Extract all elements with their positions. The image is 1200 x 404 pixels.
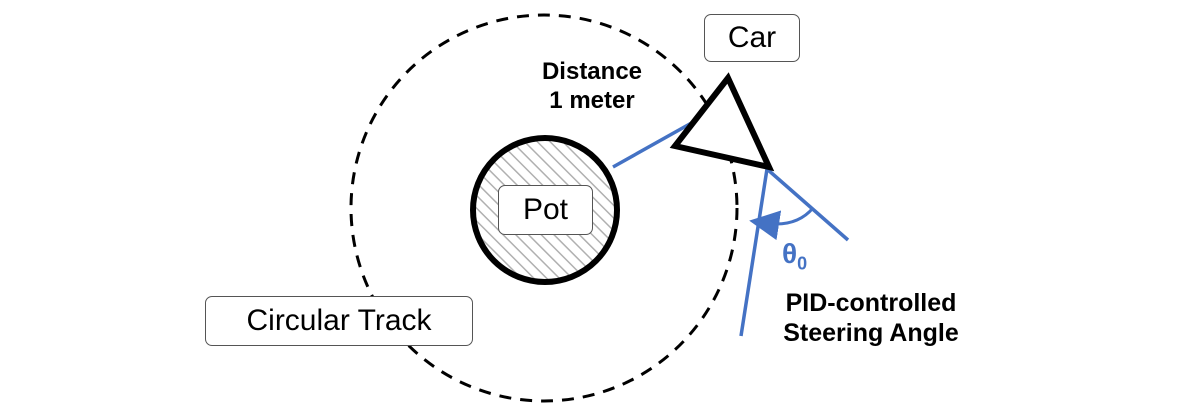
theta-symbol: θ — [782, 238, 798, 269]
steering-angle-label: PID-controlled Steering Angle — [760, 288, 982, 348]
car-triangle — [669, 72, 775, 172]
theta-subscript: 0 — [797, 253, 808, 274]
car-label: Car — [704, 14, 800, 62]
distance-label-line2: 1 meter — [549, 86, 635, 114]
heading-line — [765, 167, 850, 242]
distance-label-line1: Distance — [541, 58, 643, 85]
steering-angle-arc — [749, 206, 815, 241]
theta-label: θ0 — [782, 238, 807, 275]
distance-label: Distance 1 meter — [523, 58, 661, 116]
steering-label-line2: Steering Angle — [783, 319, 959, 347]
steering-line — [739, 168, 769, 337]
pot-label: Pot — [498, 185, 593, 235]
steering-label-line1: PID-controlled — [785, 289, 957, 317]
circular-track — [349, 13, 739, 403]
circular-track-label: Circular Track — [205, 296, 473, 346]
